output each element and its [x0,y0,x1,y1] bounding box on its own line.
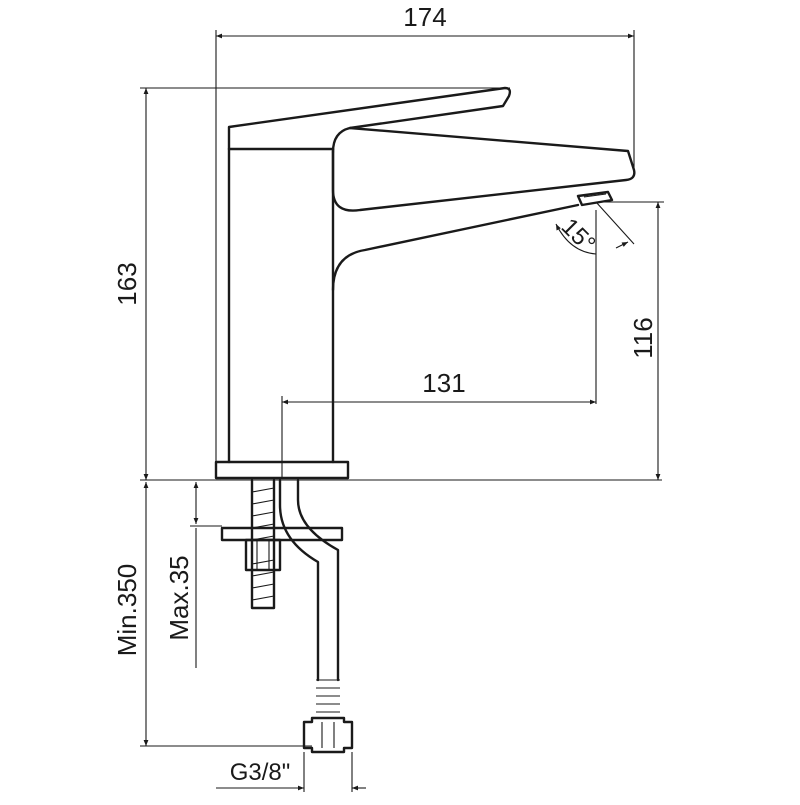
dimension-label-spout-height: 116 [628,317,658,358]
mounting-stud [250,478,276,610]
dimension-label-max-counter-thickness: Max.35 [164,555,194,640]
dimension-label-overall-width: 174 [403,2,446,32]
dimension-max-counter-thickness: Max.35 [164,482,222,668]
faucet-lever-handle [227,86,512,154]
faucet-spout [331,126,636,292]
dimension-label-spout-reach: 131 [422,368,465,398]
dimension-hose-length: Min.350 [112,482,312,747]
dimension-spout-height: 116 [596,201,664,480]
dimension-label-connection-thread: G3/8" [230,759,291,786]
dimension-spout-reach: 131 [281,210,597,478]
flexible-hose [278,478,354,754]
dimension-label-hose-length: Min.350 [112,564,142,657]
dimension-label-spout-angle: 15° [556,213,601,258]
dimension-spout-angle: 15° [555,201,635,258]
mounting-washer-nut [220,526,344,572]
dimension-overall-width: 174 [215,2,635,462]
dimension-overall-height: 163 [112,87,510,480]
dimension-label-overall-height: 163 [112,262,142,305]
dimension-connection-thread: G3/8" [216,752,366,792]
